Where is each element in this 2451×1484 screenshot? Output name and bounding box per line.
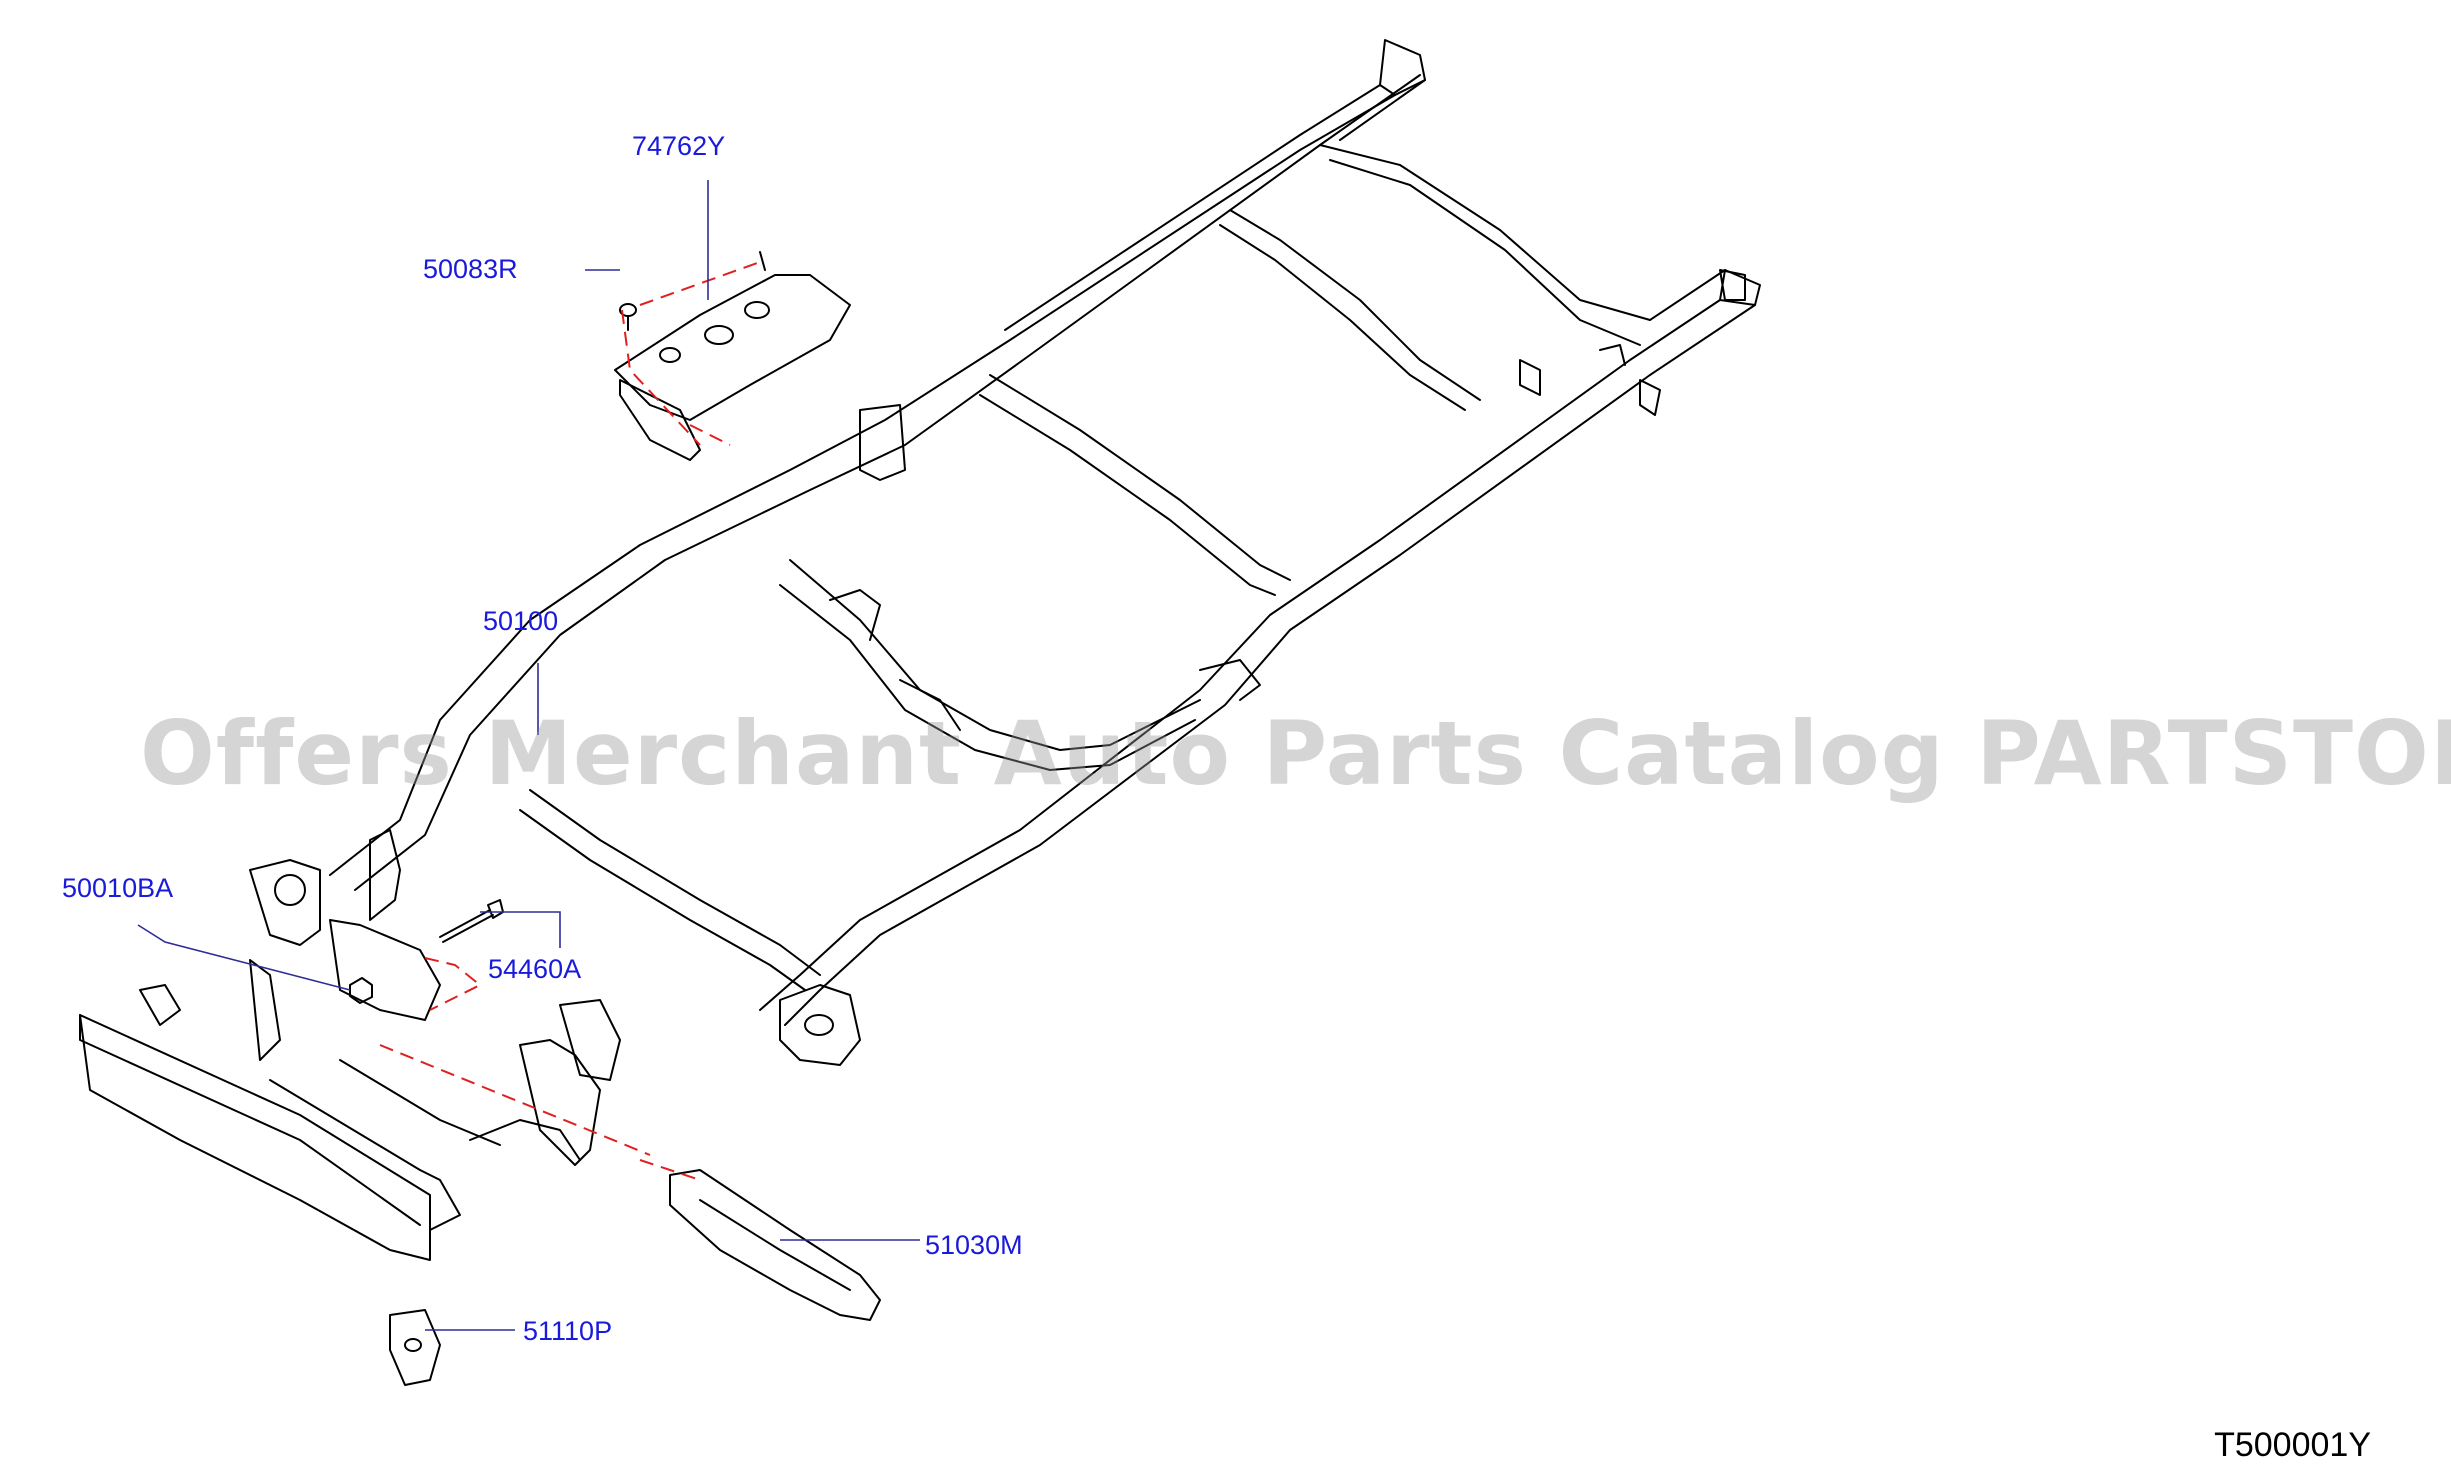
bracket-51110p (389, 1309, 441, 1386)
left-side-rail (329, 39, 1426, 891)
diagram-code: T500001Y (2214, 1426, 2371, 1464)
leader-lines (137, 180, 920, 1331)
watermark-text: Offers Merchant Auto Parts Catalog PARTS… (140, 702, 2451, 805)
installation-lines (379, 261, 761, 1181)
label-51110p[interactable]: 51110P (523, 1316, 613, 1346)
bolt-54460a (439, 899, 504, 943)
nut-50010ba (349, 977, 373, 1004)
bracket-51030m (669, 1169, 881, 1321)
crossmembers (519, 144, 1651, 991)
label-50010ba[interactable]: 50010BA (62, 873, 174, 903)
label-50100[interactable]: 50100 (483, 606, 559, 636)
label-51030m[interactable]: 51030M (925, 1230, 1023, 1260)
rear-mounts (859, 269, 1746, 701)
label-54460a[interactable]: 54460A (488, 954, 582, 984)
label-74762y[interactable]: 74762Y (632, 131, 726, 161)
front-section (79, 589, 881, 1261)
heat-shield-74762y (614, 251, 851, 461)
right-side-rail (759, 269, 1761, 1026)
label-50083r[interactable]: 50083R (423, 254, 518, 284)
